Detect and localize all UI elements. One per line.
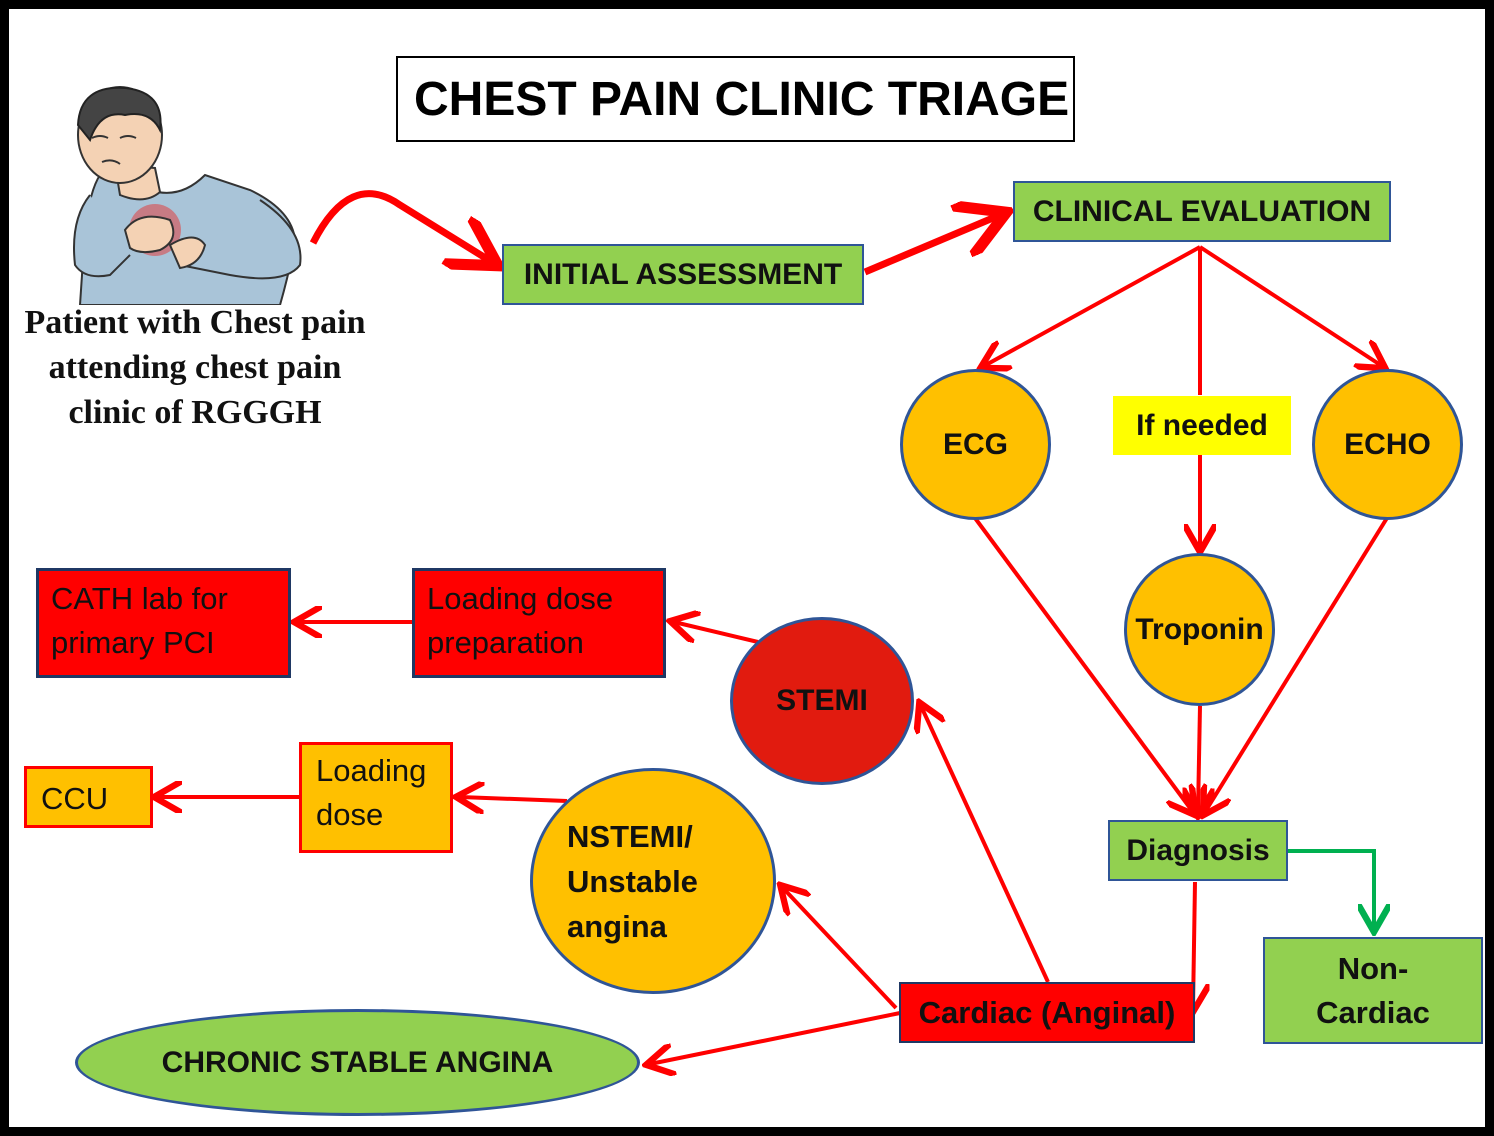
non-cardiac-box: Non-Cardiac	[1263, 937, 1483, 1044]
page-title: CHEST PAIN CLINIC TRIAGE	[396, 56, 1075, 142]
patient-chest-pain-illustration	[73, 86, 302, 305]
loading-dose-preparation-box: Loading dose preparation	[412, 568, 666, 678]
troponin-circle: Troponin	[1124, 553, 1275, 706]
diagnosis-box: Diagnosis	[1108, 820, 1288, 881]
ccu-box: CCU	[24, 766, 153, 828]
chronic-stable-angina-ellipse: CHRONIC STABLE ANGINA	[75, 1009, 640, 1116]
ecg-circle: ECG	[900, 369, 1051, 520]
if-needed-label: If needed	[1113, 396, 1291, 455]
patient-caption: Patient with Chest pain attending chest …	[24, 304, 366, 431]
echo-circle: ECHO	[1312, 369, 1463, 520]
clinical-evaluation-box: CLINICAL EVALUATION	[1013, 181, 1391, 242]
initial-assessment-box: INITIAL ASSESSMENT	[502, 244, 864, 305]
loading-dose-box: Loading dose	[299, 742, 453, 853]
cardiac-anginal-box: Cardiac (Anginal)	[899, 982, 1195, 1043]
stemi-circle: STEMI	[730, 617, 914, 785]
nstemi-circle: NSTEMI/ Unstable angina	[530, 768, 776, 994]
cath-lab-box: CATH lab for primary PCI	[36, 568, 291, 678]
